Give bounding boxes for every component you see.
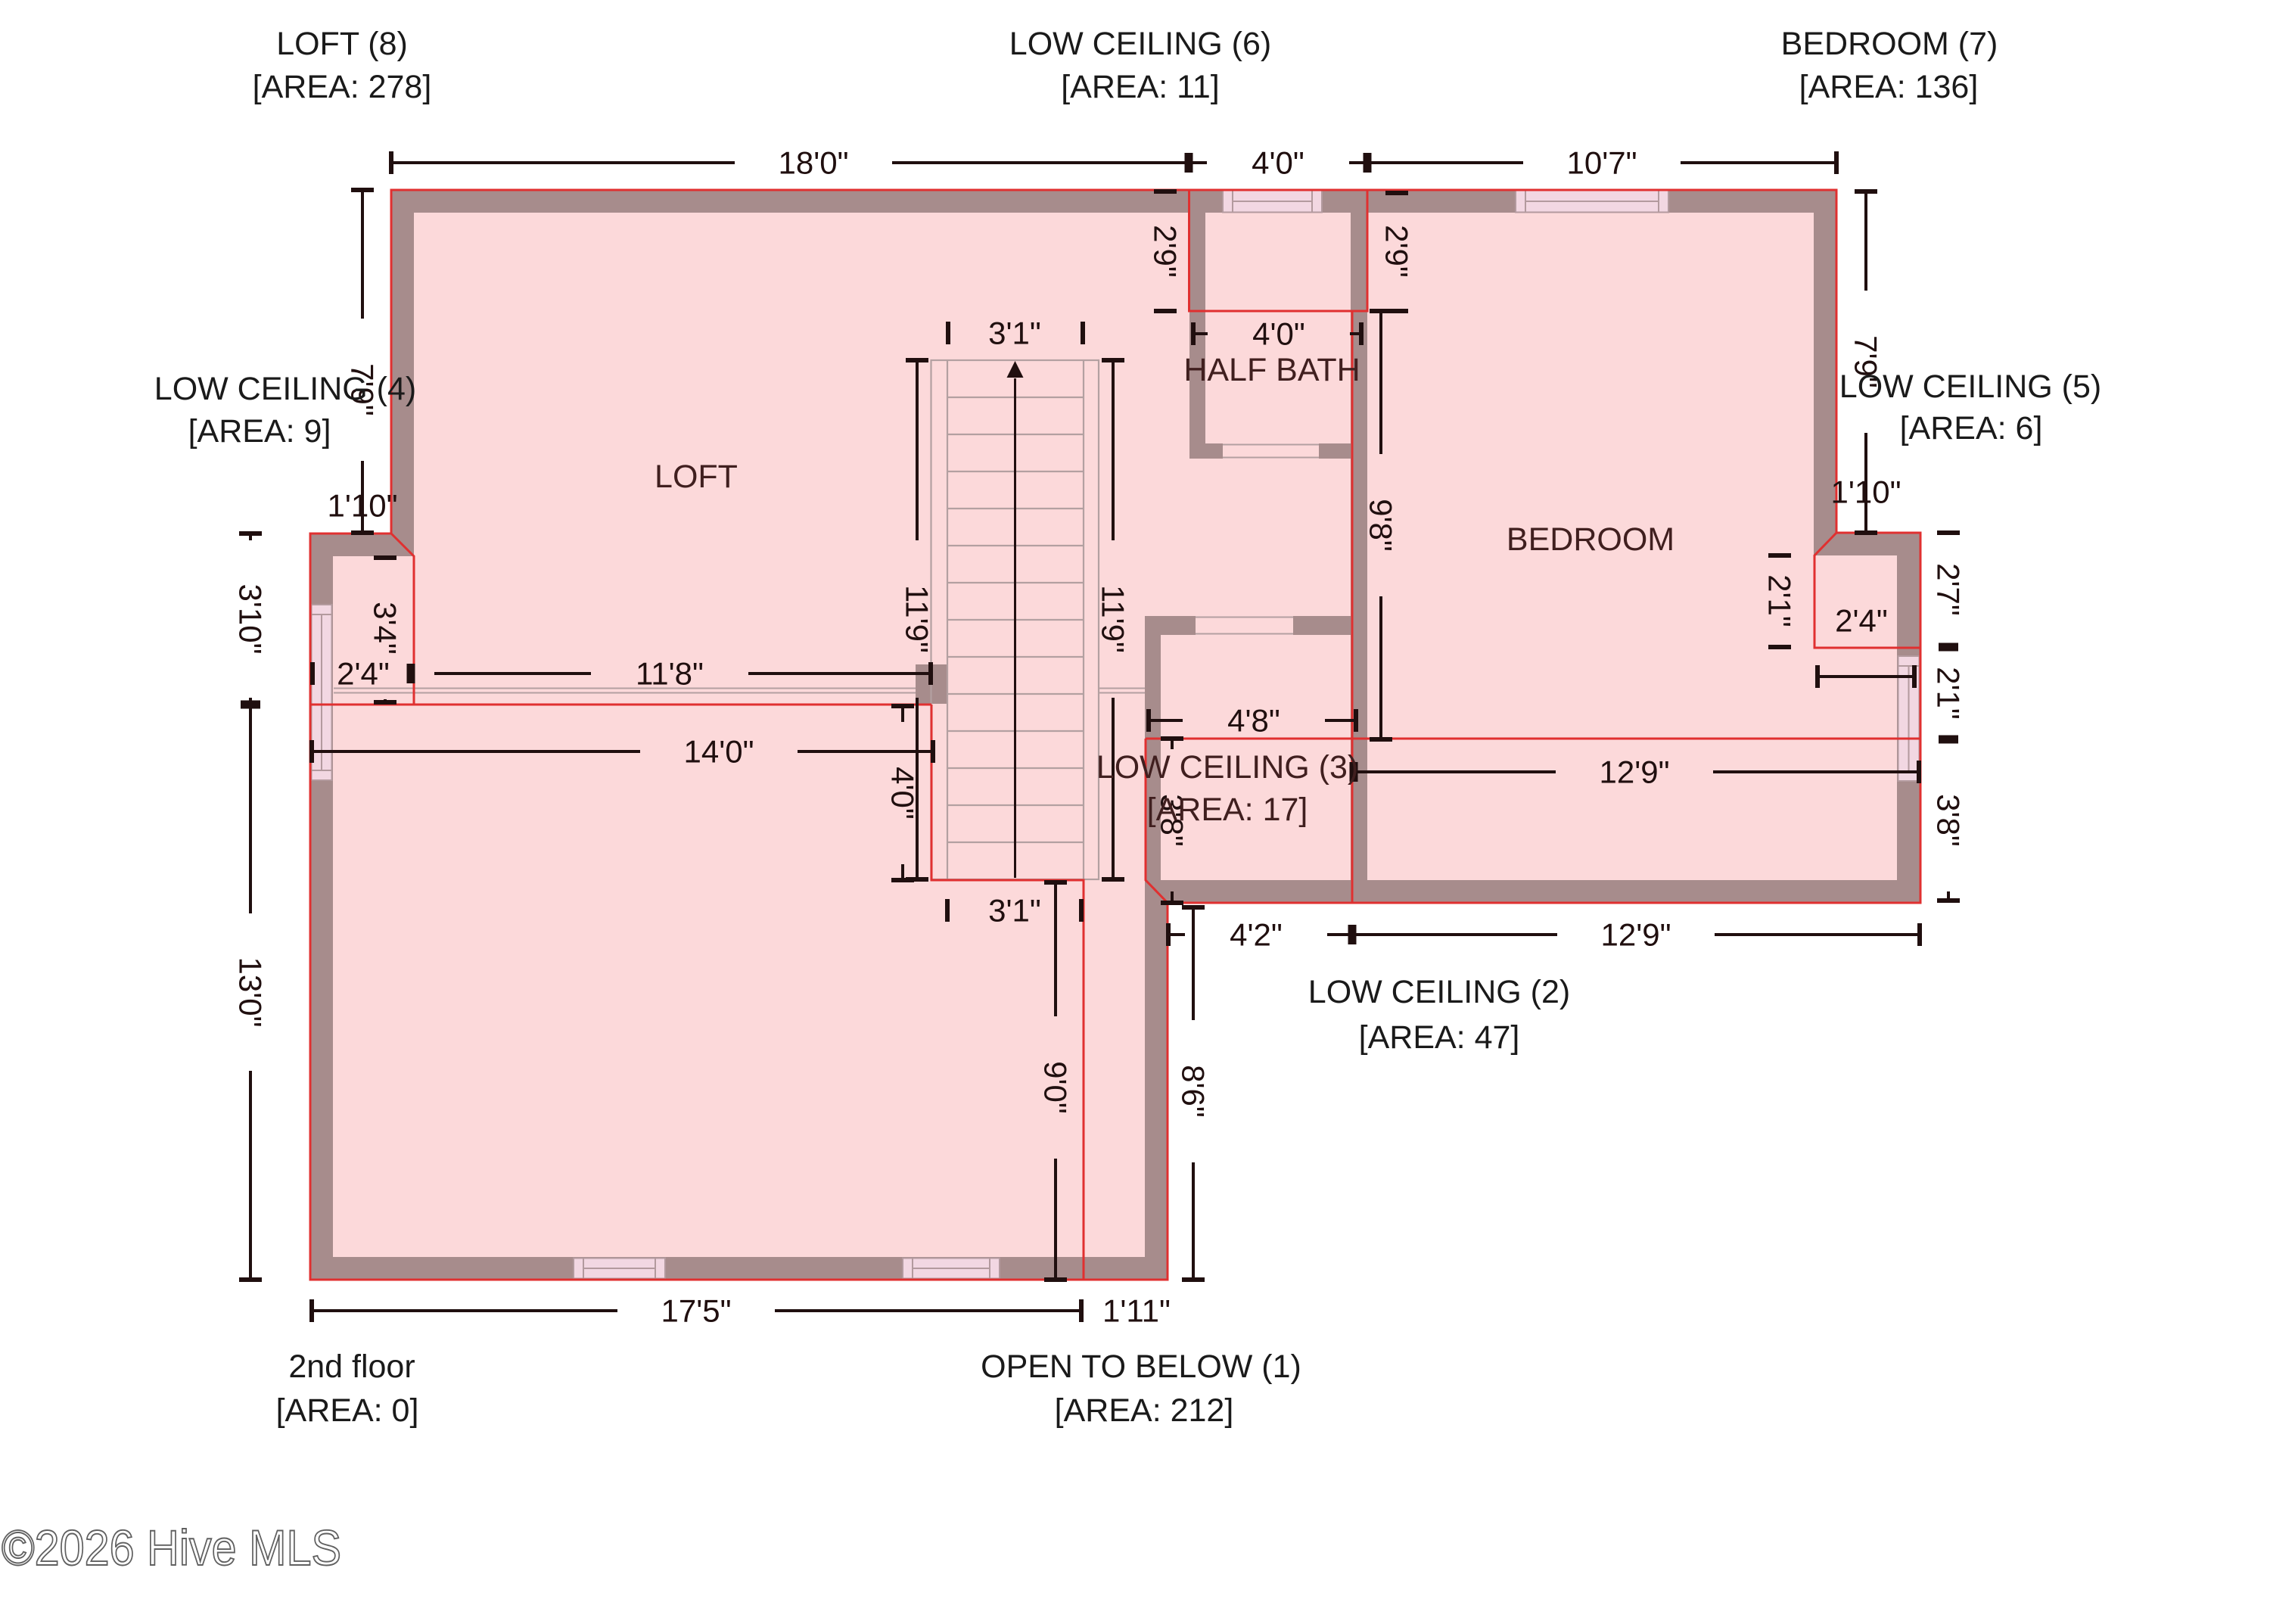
svg-text:2'1": 2'1"	[1762, 574, 1798, 627]
svg-text:9'0": 9'0"	[1038, 1061, 1074, 1114]
svg-text:3'8": 3'8"	[1931, 794, 1967, 847]
svg-text:BEDROOM (7): BEDROOM (7)	[1781, 26, 1998, 62]
svg-text:[AREA: 278]: [AREA: 278]	[253, 69, 432, 105]
svg-text:4'0": 4'0"	[1252, 316, 1305, 352]
svg-text:10'7": 10'7"	[1566, 145, 1637, 181]
svg-text:2'9": 2'9"	[1148, 225, 1183, 278]
svg-text:LOW CEILING (5): LOW CEILING (5)	[1839, 369, 2101, 405]
svg-text:BEDROOM: BEDROOM	[1507, 521, 1675, 558]
svg-text:3'1": 3'1"	[988, 316, 1041, 351]
svg-text:11'9": 11'9"	[1096, 585, 1131, 653]
svg-text:2'9": 2'9"	[1379, 225, 1415, 278]
svg-text:[AREA: 6]: [AREA: 6]	[1900, 410, 2043, 446]
svg-text:7'9": 7'9"	[1849, 335, 1884, 388]
svg-text:3'8": 3'8"	[1155, 794, 1190, 847]
svg-text:[AREA: 0]: [AREA: 0]	[276, 1392, 419, 1429]
svg-text:11'9": 11'9"	[900, 585, 935, 653]
svg-text:LOFT (8): LOFT (8)	[276, 26, 408, 62]
svg-text:1'10": 1'10"	[1830, 474, 1901, 510]
svg-text:HALF BATH: HALF BATH	[1183, 352, 1360, 388]
svg-text:©2026 Hive MLS: ©2026 Hive MLS	[2, 1520, 341, 1576]
svg-text:13'0": 13'0"	[233, 957, 269, 1027]
svg-text:3'1": 3'1"	[988, 893, 1041, 929]
svg-text:2'4": 2'4"	[337, 656, 390, 692]
svg-text:[AREA: 136]: [AREA: 136]	[1799, 69, 1979, 105]
svg-text:12'9": 12'9"	[1599, 754, 1669, 790]
svg-text:14'0": 14'0"	[683, 734, 754, 770]
svg-text:11'8": 11'8"	[636, 656, 704, 692]
svg-text:[AREA: 9]: [AREA: 9]	[188, 413, 331, 450]
svg-text:[AREA: 47]: [AREA: 47]	[1359, 1019, 1520, 1056]
svg-text:4'2": 4'2"	[1230, 917, 1283, 953]
svg-text:LOW CEILING (6): LOW CEILING (6)	[1009, 26, 1271, 62]
svg-text:2nd floor: 2nd floor	[288, 1349, 415, 1385]
svg-text:3'4": 3'4"	[368, 602, 403, 655]
svg-text:4'0": 4'0"	[885, 767, 921, 820]
svg-text:[AREA: 11]: [AREA: 11]	[1061, 69, 1220, 105]
svg-text:LOW CEILING (4): LOW CEILING (4)	[154, 371, 416, 407]
svg-text:OPEN TO BELOW (1): OPEN TO BELOW (1)	[981, 1349, 1301, 1385]
svg-text:17'5": 17'5"	[661, 1293, 731, 1329]
svg-text:18'0": 18'0"	[778, 145, 848, 181]
svg-text:LOFT: LOFT	[655, 459, 738, 495]
svg-text:1'10": 1'10"	[327, 488, 397, 524]
svg-text:9'8": 9'8"	[1364, 499, 1399, 552]
svg-text:2'4": 2'4"	[1835, 603, 1888, 639]
svg-text:12'9": 12'9"	[1600, 917, 1671, 953]
svg-text:8'6": 8'6"	[1176, 1065, 1211, 1118]
svg-text:3'10": 3'10"	[233, 583, 269, 654]
svg-text:2'7": 2'7"	[1931, 563, 1967, 616]
svg-text:4'0": 4'0"	[1252, 145, 1304, 181]
svg-text:4'8": 4'8"	[1227, 703, 1280, 739]
svg-text:[AREA: 212]: [AREA: 212]	[1055, 1392, 1234, 1429]
svg-text:1'11": 1'11"	[1102, 1293, 1171, 1329]
svg-text:LOW CEILING (2): LOW CEILING (2)	[1308, 974, 1570, 1010]
svg-text:LOW CEILING (3): LOW CEILING (3)	[1096, 749, 1358, 786]
svg-text:[AREA: 17]: [AREA: 17]	[1147, 792, 1308, 828]
svg-text:7'9": 7'9"	[345, 363, 381, 416]
svg-text:2'1": 2'1"	[1931, 667, 1967, 720]
